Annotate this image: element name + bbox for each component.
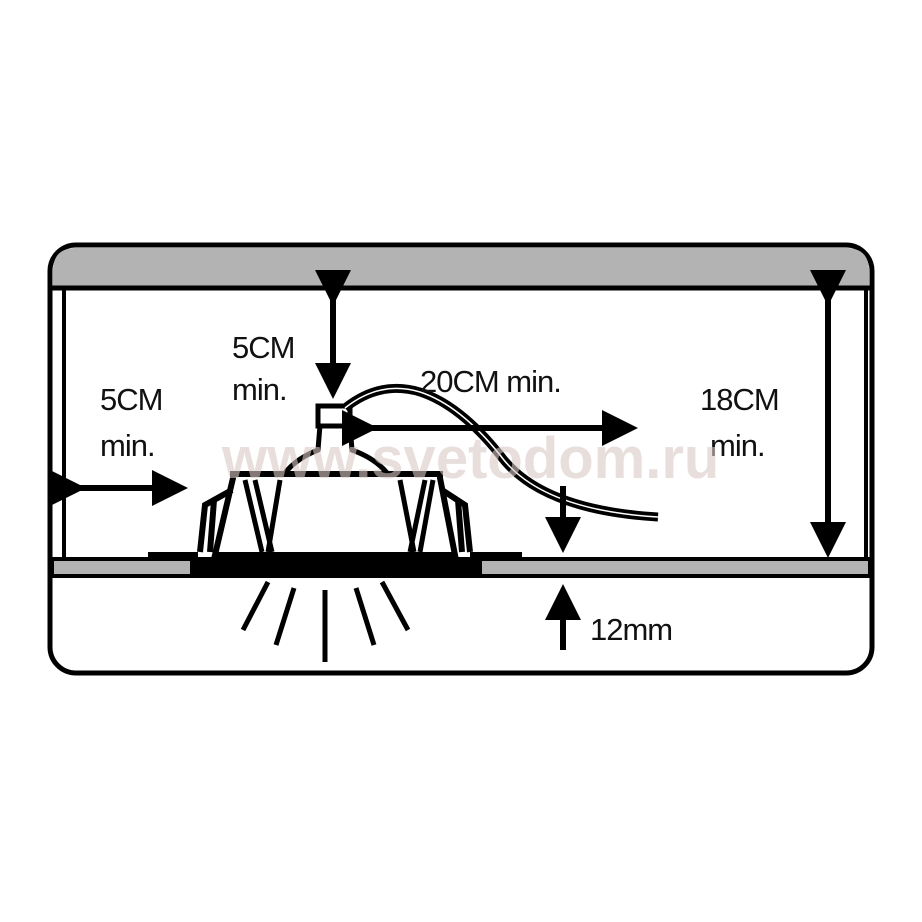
downlight-fixture [148,403,522,577]
side-clearance-value: 5CM [100,382,162,417]
watermark: www.svetodom.ru [221,426,719,491]
cavity-depth-min: min. [710,428,765,463]
top-slab [53,248,869,286]
ceiling-thickness-label: 12mm [590,612,672,647]
cable-clearance-label: 20CM min. [420,364,561,399]
dimension-arrows [50,270,846,650]
top-clearance-min: min. [232,372,287,407]
cavity-depth-value: 18CM [700,382,779,417]
side-clearance-min: min. [100,428,155,463]
top-clearance-value: 5CM [232,330,294,365]
light-rays [240,580,411,662]
